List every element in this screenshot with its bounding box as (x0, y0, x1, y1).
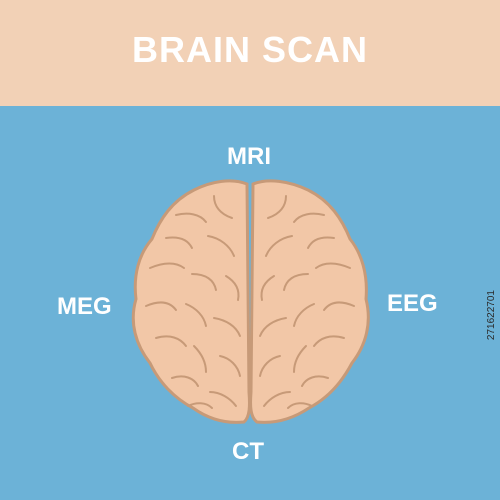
label-mri: MRI (227, 143, 271, 170)
label-meg: MEG (57, 293, 112, 320)
label-eeg: EEG (387, 290, 438, 317)
page-title: BRAIN SCAN (131, 29, 368, 70)
stock-id-code: 271622701 (486, 290, 497, 341)
label-ct: CT (232, 438, 264, 465)
header-banner: BRAIN SCAN (0, 0, 500, 106)
brain-folds-left (145, 195, 241, 409)
brain-folds-right (259, 195, 355, 409)
